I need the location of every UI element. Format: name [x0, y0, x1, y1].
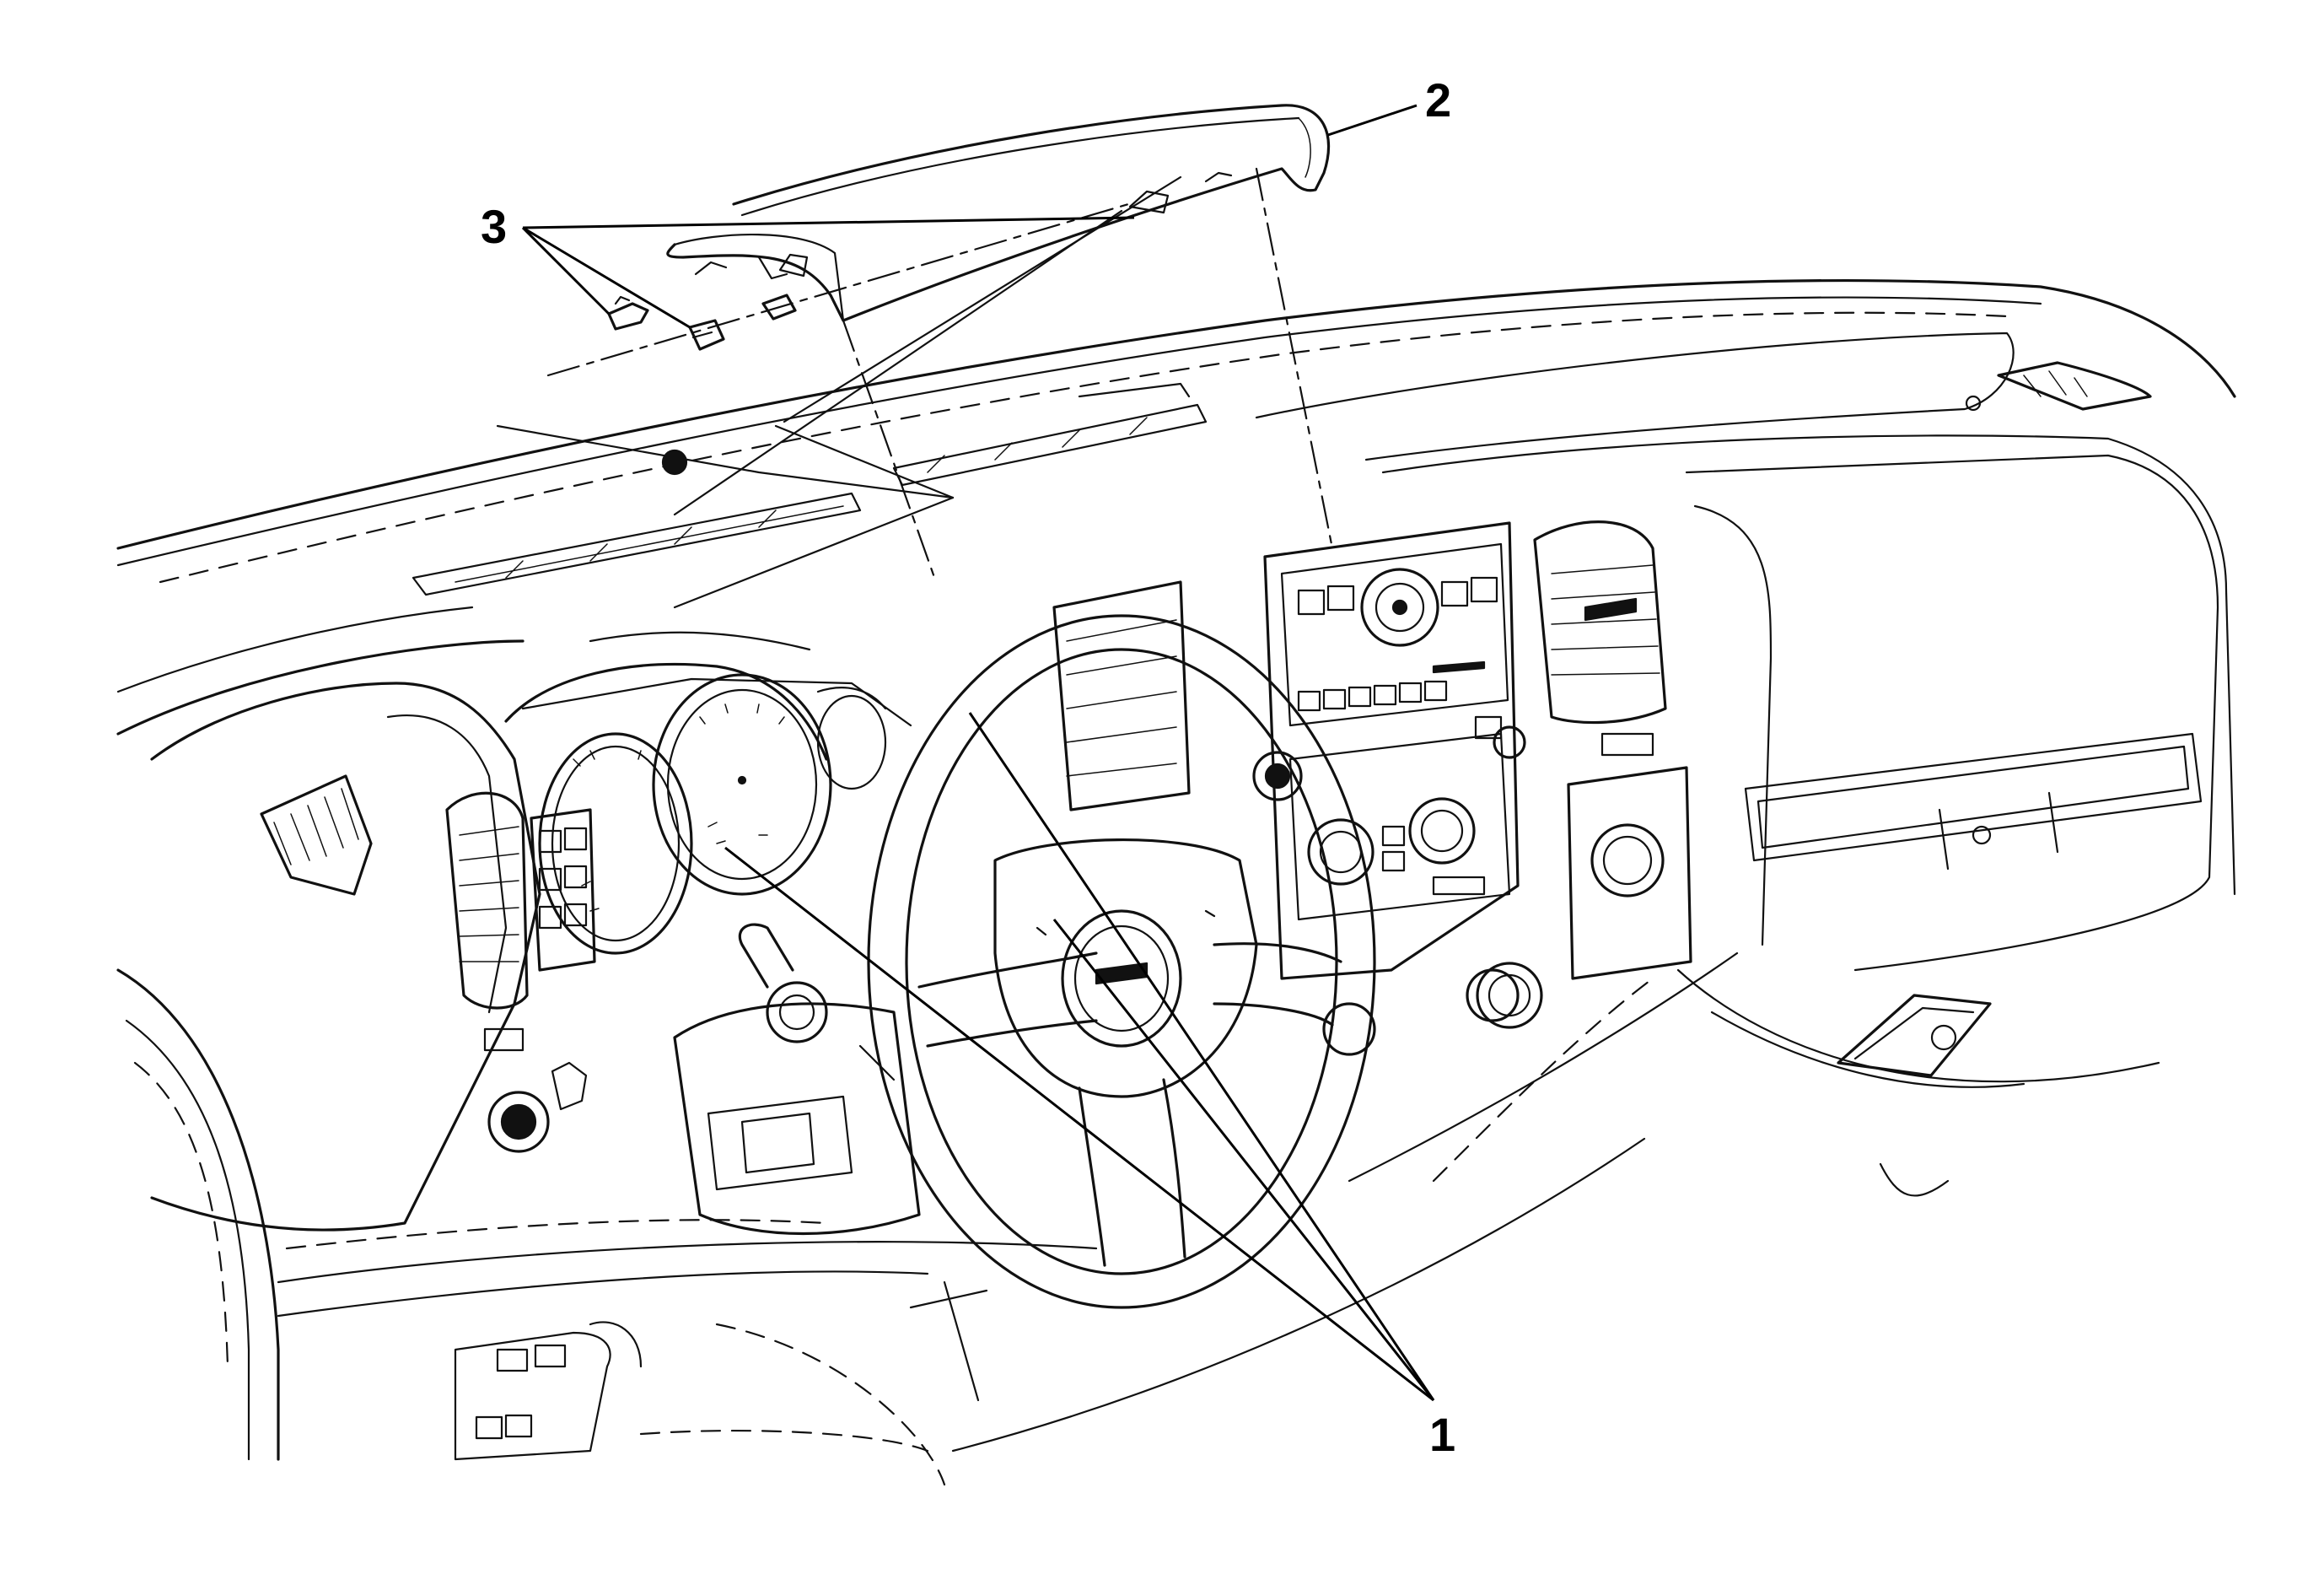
dashboard-body	[116, 278, 2236, 1197]
callout-1-label: 1	[1429, 1408, 1455, 1461]
floor-lines	[277, 951, 1739, 1453]
callout-leaders	[521, 104, 1435, 1402]
callout-2-label: 2	[1425, 73, 1451, 127]
steering-wheel	[639, 614, 1376, 1486]
center-stack	[1052, 520, 1692, 1056]
panel-retainers	[607, 294, 797, 351]
upper-trim-panel	[666, 104, 1331, 322]
alignment-lines	[496, 167, 1334, 609]
instrument-cluster	[504, 631, 912, 955]
callout-3-label: 3	[481, 200, 507, 253]
left-dash-section	[116, 682, 643, 1461]
